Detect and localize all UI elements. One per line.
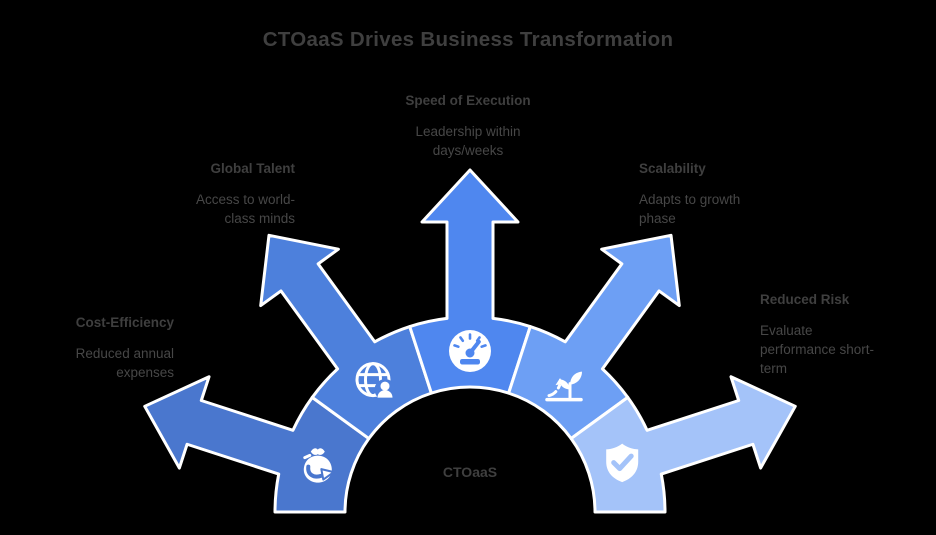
label-heading: Global Talent: [210, 161, 295, 176]
label-reduced-risk: Reduced Risk Evaluate performance short-…: [760, 291, 900, 378]
label-speed-of-execution: Speed of Execution Leadership within day…: [383, 92, 553, 160]
fan-center-label: CTOaaS: [442, 464, 498, 480]
label-body: Reduced annual expenses: [75, 346, 174, 380]
shield-check-icon: [606, 443, 639, 483]
label-global-talent: Global Talent Access to world- class min…: [135, 160, 295, 228]
sprout-icon: [545, 371, 583, 402]
fan-segment-speed-of-execution: [408, 168, 532, 395]
money-bag-icon: [303, 448, 335, 483]
label-heading: Reduced Risk: [760, 292, 850, 307]
label-heading: Speed of Execution: [405, 93, 531, 108]
label-body: Access to world- class minds: [195, 192, 295, 226]
label-body: Adapts to growth phase: [639, 192, 741, 226]
label-heading: Scalability: [639, 161, 706, 176]
page-title: CTOaaS Drives Business Transformation: [262, 28, 674, 51]
label-body: Leadership within days/weeks: [415, 124, 521, 158]
fan-segment-scalability: [507, 233, 681, 441]
label-cost-efficiency: Cost-Efficiency Reduced annual expenses: [4, 314, 174, 382]
label-heading: Cost-Efficiency: [75, 315, 174, 330]
gauge-icon: [449, 330, 491, 372]
label-body: Evaluate performance short- term: [760, 323, 875, 376]
globe-person-icon: [355, 362, 396, 401]
label-scalability: Scalability Adapts to growth phase: [639, 160, 799, 228]
